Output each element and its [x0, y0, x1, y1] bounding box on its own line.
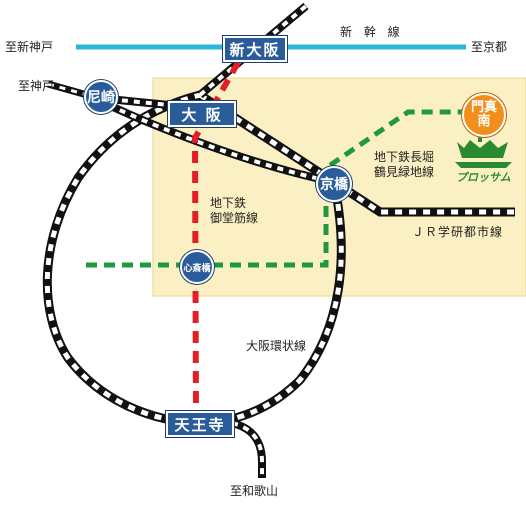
to-kobe-label: 至神戸: [18, 79, 55, 93]
station-amagasaki[interactable]: 尼崎: [84, 80, 118, 114]
jr-hanwa-line: [230, 419, 266, 478]
station-kyobashi[interactable]: 京橋: [316, 166, 352, 202]
midosuji-label: 地下鉄 御堂筋線: [210, 196, 259, 225]
station-shinsaibashi[interactable]: 心斎橋: [180, 250, 214, 284]
station-osaka[interactable]: 大 阪: [168, 101, 236, 127]
blossom-logo-text: プロッサム: [456, 171, 511, 184]
midosuji-line: [191, 43, 251, 423]
blossom-logo: [455, 132, 512, 168]
station-tennoji[interactable]: 天王寺: [166, 411, 234, 437]
to-wakayama-label: 至和歌山: [230, 484, 279, 498]
gakkentoshi-label: ＪＲ学研都市線: [412, 225, 504, 239]
nagahori-line: [86, 109, 470, 268]
loop-line: [42, 90, 346, 428]
to-shinkobe-label: 至新神戸: [5, 40, 54, 54]
station-kadomaminami[interactable]: 門真 南: [462, 93, 506, 137]
shinkansen-label: 新 幹 線: [340, 25, 404, 39]
nagahori-label: 地下鉄長堀 鶴見緑地線: [374, 150, 435, 179]
station-shin-osaka[interactable]: 新大阪: [223, 36, 287, 62]
loop-line-label: 大阪環状線: [246, 339, 307, 353]
jr-tozai-line: [96, 96, 335, 186]
to-kyoto-label: 至京都: [471, 40, 508, 54]
